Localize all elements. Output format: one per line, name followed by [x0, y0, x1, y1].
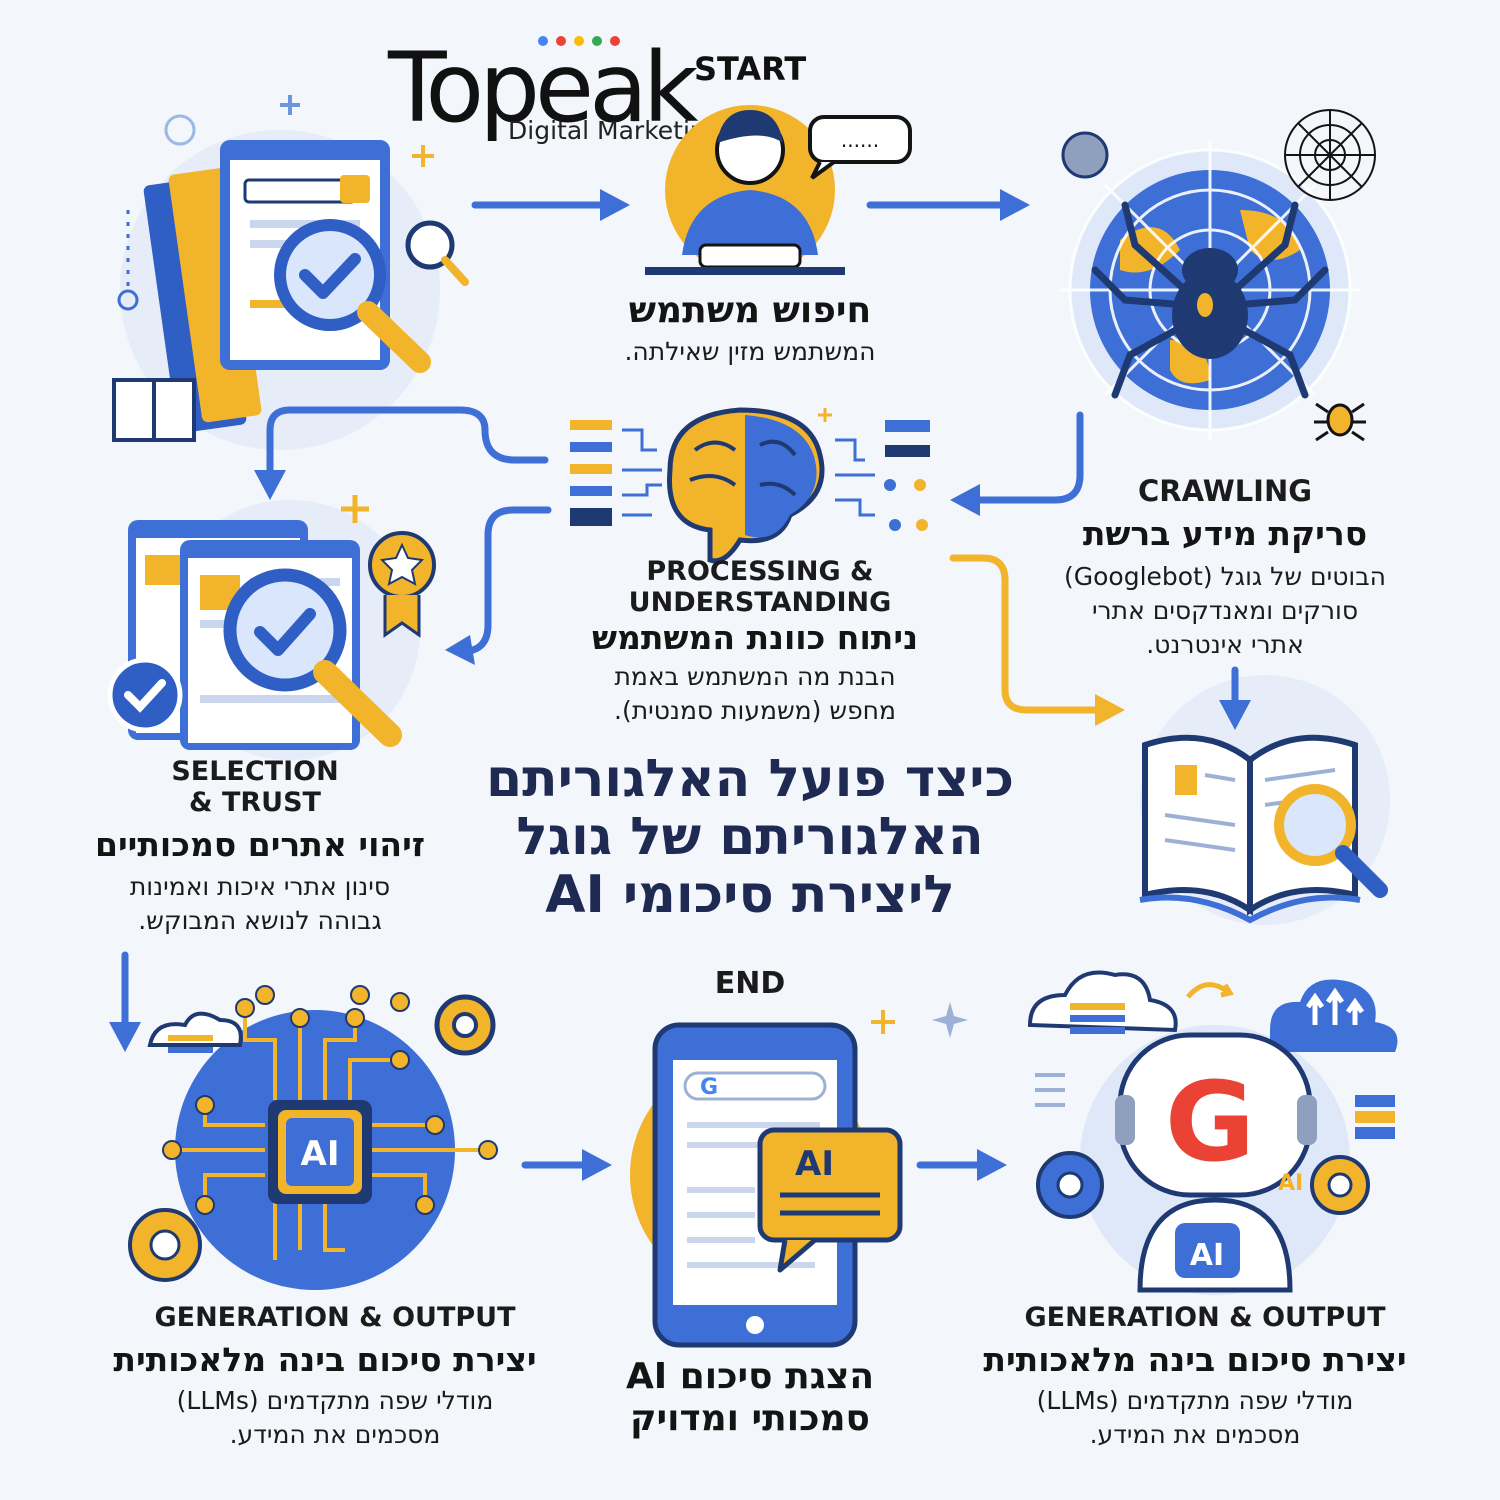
processing-heading: ניתוח כוונת המשתמש — [591, 618, 919, 657]
brand-name: Topeak — [388, 32, 698, 144]
arrow-chip-to-phone — [521, 1149, 612, 1181]
robot-side-label: AI — [1278, 1171, 1303, 1196]
generation-left-line1: מודלי שפה מתקדמים (LLMs) — [176, 1386, 494, 1415]
svg-text:......: ...... — [841, 128, 879, 152]
robot-label: AI — [1190, 1238, 1224, 1273]
generation-left-label: GENERATION & OUTPUT — [154, 1302, 516, 1333]
phone-ai-answer-icon: G AI — [630, 1010, 903, 1348]
arrow-crawl-to-brain — [950, 411, 1084, 516]
title-line-1: כיצד פועל האלגוריתם — [485, 749, 1015, 809]
search-documents-icon — [112, 95, 469, 450]
generation-left-line2: מסכמים את המידע. — [229, 1420, 441, 1449]
generation-left-heading: יצירת סיכום בינה מלאכותית — [113, 1340, 537, 1379]
brand-badge: START — [694, 50, 807, 88]
title-line-2: האלגוריתם של גוגל — [516, 807, 984, 867]
end-heading-2: סמכותי ומדויק — [629, 1398, 871, 1439]
crawling-line3: אתרי אינטרנט. — [1146, 630, 1304, 659]
arrow-brain-to-check — [445, 506, 552, 665]
generation-right-line1: מודלי שפה מתקדמים (LLMs) — [1036, 1386, 1354, 1415]
chip-label: AI — [301, 1134, 340, 1174]
crawling-label: CRAWLING — [1137, 474, 1313, 508]
search-heading: חיפוש משתמש — [628, 290, 872, 331]
selection-line1: סינון אתרי איכות ואמינות — [129, 872, 391, 901]
processing-label-2: UNDERSTANDING — [628, 587, 892, 618]
processing-label-1: PROCESSING & — [646, 556, 874, 587]
bubble-label: AI — [795, 1144, 834, 1184]
user-at-computer-icon: ...... — [645, 105, 912, 275]
arrow-1 — [471, 189, 630, 221]
ai-chip-icon: AI — [109, 951, 498, 1290]
processing-line2: מחפש (משמעות סמנטית). — [614, 696, 896, 725]
title-line-3: ליצירת סיכומי AI — [545, 865, 955, 925]
arrow-brain-to-selection — [254, 406, 549, 500]
crawling-line2: סורקים ומאנדקסים אתרי — [1091, 596, 1359, 625]
arrow-brain-to-book — [949, 554, 1125, 726]
selection-heading: זיהוי אתרים סמכותיים — [94, 825, 426, 864]
processing-line1: הבנת מה המשתמש באמת — [614, 662, 896, 691]
spider-web-icon — [1060, 109, 1376, 442]
verified-pages-icon — [107, 495, 436, 760]
arrow-phone-to-robot — [916, 1149, 1007, 1181]
svg-text:G: G — [700, 1075, 718, 1100]
crawling-line1: הבוטים של גוגל (Googlebot) — [1063, 562, 1387, 591]
selection-label-1: SELECTION — [171, 756, 339, 787]
google-robot-icon: G AI AI — [1027, 970, 1398, 1295]
selection-line2: גבוהה לנושא המבוקש. — [138, 906, 382, 935]
robot-g-letter: G — [1165, 1058, 1255, 1186]
generation-right-heading: יצירת סיכום בינה מלאכותית — [983, 1340, 1407, 1379]
generation-right-line2: מסכמים את המידע. — [1089, 1420, 1301, 1449]
crawling-heading: סריקת מידע ברשת — [1082, 514, 1368, 553]
sparkle-icon — [932, 1002, 968, 1038]
brain-icon — [570, 407, 930, 564]
brand-logo: Topeak START Digital Marketing — [388, 30, 818, 150]
end-label: END — [714, 966, 786, 1001]
open-book-icon — [1139, 666, 1390, 925]
end-heading-1: הצגת סיכום AI — [625, 1356, 875, 1397]
selection-label-2: & TRUST — [189, 787, 321, 818]
search-description: המשתמש מזין שאילתה. — [624, 337, 876, 366]
generation-right-label: GENERATION & OUTPUT — [1024, 1302, 1386, 1333]
brand-dots — [538, 36, 628, 50]
arrow-2 — [866, 189, 1030, 221]
